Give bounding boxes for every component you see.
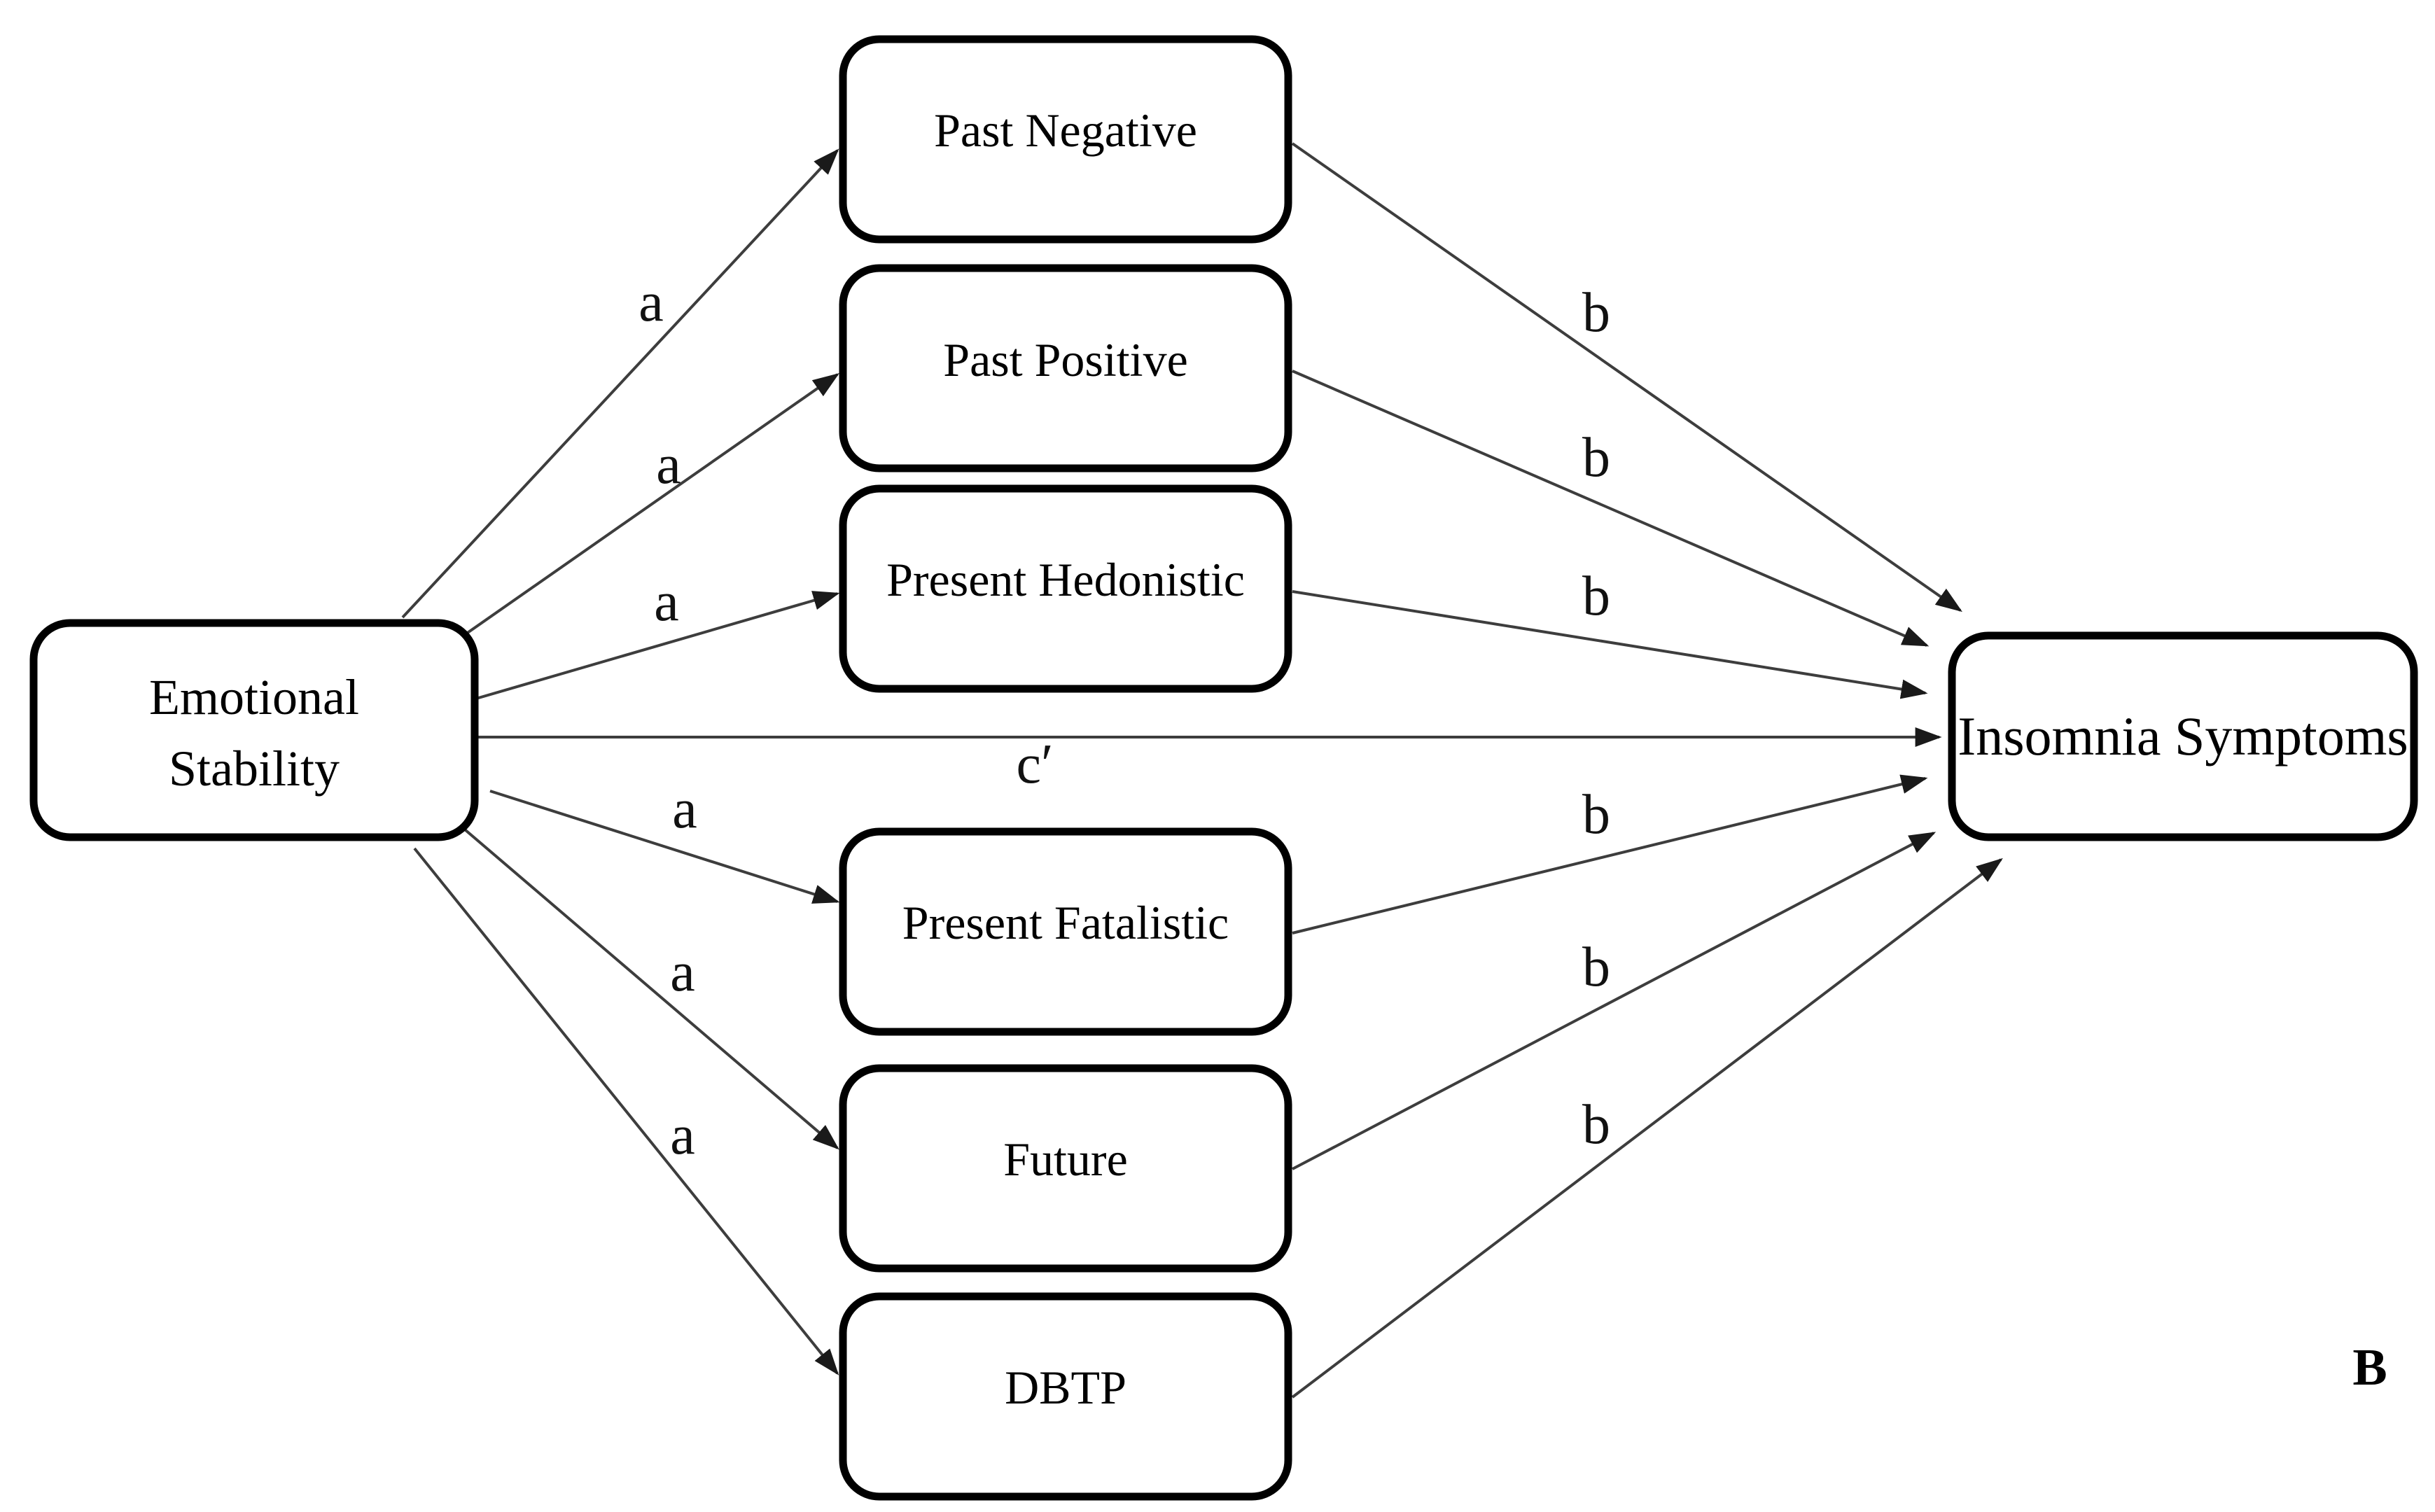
path-b-from-present-hedonistic — [1292, 590, 1928, 699]
path-b-label-past-negative: b — [1582, 282, 1610, 344]
node-future: Future — [839, 1064, 1292, 1273]
past-negative-box — [839, 35, 1292, 244]
path-a-to-past-negative — [401, 148, 839, 619]
a-paths-group: a a a a a a — [401, 148, 840, 1376]
path-b-from-past-positive — [1292, 370, 1930, 647]
path-a-label-past-positive: a — [656, 434, 681, 496]
path-b-from-present-fatalistic — [1292, 774, 1928, 934]
emotional-stability-box — [29, 619, 479, 841]
node-past-positive: Past Positive — [839, 264, 1292, 472]
path-b-label-past-positive: b — [1582, 427, 1610, 489]
path-c-label: c′ — [1016, 734, 1053, 795]
present-hedonistic-label: Present Hedonistic — [886, 553, 1245, 606]
past-positive-box — [839, 264, 1292, 472]
path-b-label-present-fatalistic: b — [1582, 784, 1610, 846]
emotional-stability-label-line1: Emotional — [149, 669, 359, 725]
path-a-to-dbtp — [413, 847, 839, 1376]
path-a-to-present-fatalistic — [489, 790, 840, 904]
future-box — [839, 1064, 1292, 1273]
path-a-to-present-hedonistic — [475, 591, 840, 700]
path-b-label-future: b — [1582, 937, 1610, 998]
node-present-fatalistic: Present Fatalistic — [839, 827, 1292, 1036]
node-emotional-stability: Emotional Stability — [29, 619, 479, 841]
figure-panel-letter: B — [2352, 1339, 2387, 1396]
dbtp-label: DBTP — [1005, 1361, 1126, 1414]
path-a-label-past-negative: a — [639, 272, 664, 333]
path-b-label-dbtp: b — [1582, 1094, 1610, 1156]
direct-path-group: c′ — [477, 727, 1942, 795]
path-a-label-future: a — [670, 941, 695, 1003]
path-a-to-past-positive — [462, 372, 839, 637]
path-a-label-present-hedonistic: a — [654, 571, 679, 633]
past-negative-label: Past Negative — [934, 104, 1197, 157]
future-label: Future — [1003, 1133, 1128, 1186]
path-a-to-future — [459, 825, 839, 1150]
path-b-from-past-negative — [1291, 142, 1962, 612]
past-positive-label: Past Positive — [943, 333, 1188, 386]
path-a-label-present-fatalistic: a — [672, 778, 697, 840]
insomnia-symptoms-box — [1948, 631, 2418, 841]
node-past-negative: Past Negative — [839, 35, 1292, 244]
present-fatalistic-label: Present Fatalistic — [902, 896, 1229, 949]
node-dbtp: DBTP — [839, 1292, 1292, 1501]
path-a-label-dbtp: a — [670, 1105, 695, 1166]
node-present-hedonistic: Present Hedonistic — [839, 484, 1292, 693]
b-paths-group: b b b b b b — [1291, 142, 2003, 1399]
dbtp-box — [839, 1292, 1292, 1501]
node-insomnia-symptoms: Insomnia Symptoms — [1948, 631, 2418, 841]
present-hedonistic-box — [839, 484, 1292, 693]
insomnia-symptoms-label: Insomnia Symptoms — [1958, 706, 2408, 766]
path-b-label-present-hedonistic: b — [1582, 566, 1610, 627]
path-b-from-dbtp — [1291, 858, 2003, 1399]
path-b-from-future — [1292, 832, 1937, 1170]
emotional-stability-label-line2: Stability — [169, 741, 340, 797]
present-fatalistic-box — [839, 827, 1292, 1036]
